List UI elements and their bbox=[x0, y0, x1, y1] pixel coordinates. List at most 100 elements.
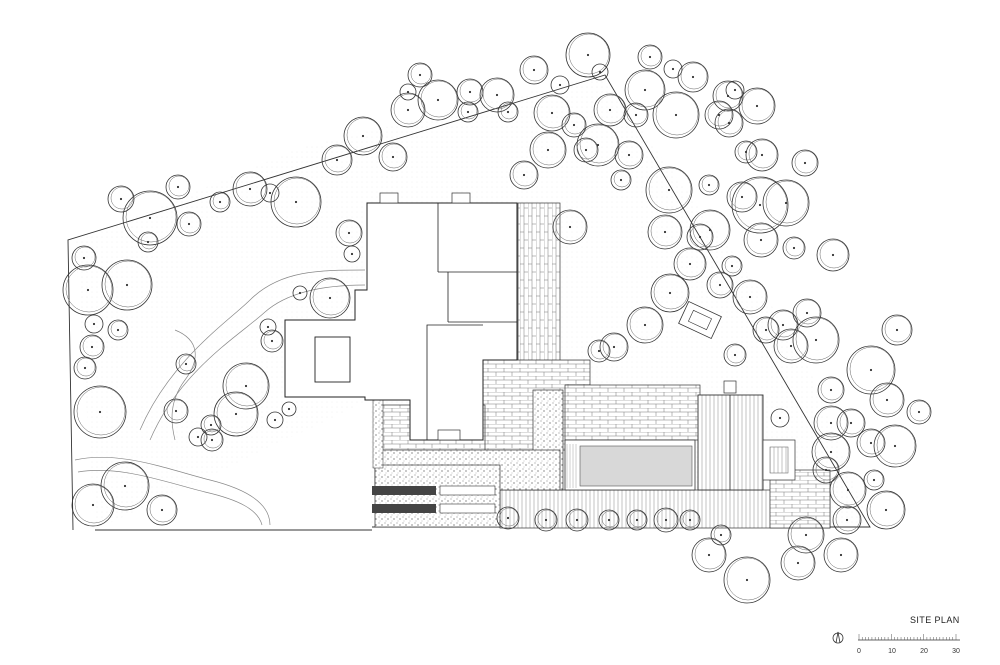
tree-icon bbox=[591, 63, 609, 81]
north-arrow-icon bbox=[832, 631, 844, 644]
tree-icon bbox=[457, 101, 479, 123]
tree-icon bbox=[378, 142, 408, 172]
tree-icon bbox=[163, 398, 189, 424]
tree-icon bbox=[552, 209, 588, 245]
tree-icon bbox=[100, 461, 150, 511]
tree-icon bbox=[817, 376, 845, 404]
tree-icon bbox=[107, 185, 135, 213]
tree-icon bbox=[846, 345, 896, 395]
tree-icon bbox=[787, 516, 825, 554]
tree-icon bbox=[399, 83, 417, 101]
tree-icon bbox=[550, 75, 570, 95]
tree-icon bbox=[343, 245, 361, 263]
tree-icon bbox=[691, 537, 727, 573]
pool-house bbox=[697, 380, 796, 491]
tree-icon bbox=[813, 405, 849, 441]
tree-icon bbox=[259, 318, 277, 336]
tree-icon bbox=[176, 211, 202, 237]
tree-icon bbox=[637, 44, 663, 70]
tree-icon bbox=[811, 432, 851, 472]
pool bbox=[564, 439, 696, 491]
tree-icon bbox=[623, 102, 649, 128]
tree-icon bbox=[587, 339, 611, 363]
tree-icon bbox=[780, 545, 816, 581]
tree-icon bbox=[816, 238, 850, 272]
tree-icon bbox=[752, 316, 780, 344]
planters bbox=[372, 485, 496, 514]
tree-icon bbox=[107, 319, 129, 341]
tree-icon bbox=[73, 356, 97, 380]
tree-icon bbox=[260, 329, 284, 353]
tree-icon bbox=[200, 428, 224, 452]
tree-icon bbox=[745, 138, 779, 172]
tree-icon bbox=[479, 77, 515, 113]
tree-icon bbox=[200, 414, 222, 436]
tree-icon bbox=[721, 255, 743, 277]
tree-icon bbox=[232, 171, 268, 207]
tree-icon bbox=[281, 401, 297, 417]
tree-icon bbox=[873, 424, 917, 468]
tree-icon bbox=[165, 174, 191, 200]
tree-icon bbox=[614, 140, 644, 170]
tree-icon bbox=[792, 316, 840, 364]
tree-icon bbox=[673, 247, 707, 281]
tree-icon bbox=[101, 259, 153, 311]
tree-icon bbox=[292, 285, 308, 301]
tree-icon bbox=[679, 509, 701, 531]
tree-icon bbox=[598, 509, 620, 531]
scale-tick-20: 20 bbox=[920, 648, 928, 655]
tree-icon bbox=[79, 334, 105, 360]
tree-icon bbox=[497, 101, 519, 123]
tree-icon bbox=[653, 507, 679, 533]
tree-icon bbox=[335, 219, 363, 247]
tree-icon bbox=[407, 62, 433, 88]
tree-icon bbox=[770, 408, 790, 428]
tree-icon bbox=[188, 427, 208, 447]
tree-icon bbox=[71, 483, 115, 527]
tree-icon bbox=[725, 80, 745, 100]
tree-icon bbox=[417, 79, 459, 121]
tree-icon bbox=[626, 306, 664, 344]
trees bbox=[62, 32, 932, 604]
tree-icon bbox=[732, 279, 768, 315]
tree-icon bbox=[866, 490, 906, 530]
scale-bar: 0 10 20 30 bbox=[857, 634, 960, 655]
tree-icon bbox=[213, 391, 259, 437]
scale-tick-30: 30 bbox=[952, 648, 960, 655]
gravel-beds bbox=[372, 389, 564, 528]
tree-icon bbox=[762, 179, 810, 227]
tree-icon bbox=[593, 93, 627, 127]
scale-tick-0: 0 bbox=[857, 648, 861, 655]
tree-icon bbox=[677, 61, 709, 93]
tree-icon bbox=[743, 222, 779, 258]
tree-icon bbox=[624, 69, 666, 111]
tree-icon bbox=[663, 59, 683, 79]
tree-icon bbox=[791, 149, 819, 177]
tree-icon bbox=[561, 112, 587, 138]
tree-icon bbox=[565, 32, 611, 78]
tree-icon bbox=[704, 100, 734, 130]
tree-icon bbox=[343, 116, 383, 156]
tree-icon bbox=[652, 91, 700, 139]
scale-tick-10: 10 bbox=[888, 648, 896, 655]
tree-icon bbox=[767, 309, 799, 341]
tree-icon bbox=[309, 277, 351, 319]
tree-icon bbox=[823, 537, 859, 573]
tree-icon bbox=[650, 273, 690, 313]
tree-icon bbox=[529, 131, 567, 169]
outdoor-bench bbox=[678, 300, 722, 340]
tree-icon bbox=[626, 509, 648, 531]
tree-icon bbox=[738, 87, 776, 125]
tree-icon bbox=[710, 524, 732, 546]
tree-icon bbox=[266, 411, 284, 429]
main-house bbox=[284, 192, 518, 441]
tree-icon bbox=[565, 508, 589, 532]
tree-icon bbox=[321, 144, 353, 176]
tree-icon bbox=[209, 191, 231, 213]
tree-icon bbox=[836, 408, 866, 438]
tree-icon bbox=[686, 223, 714, 251]
tree-icon bbox=[723, 343, 747, 367]
tree-icon bbox=[599, 332, 629, 362]
